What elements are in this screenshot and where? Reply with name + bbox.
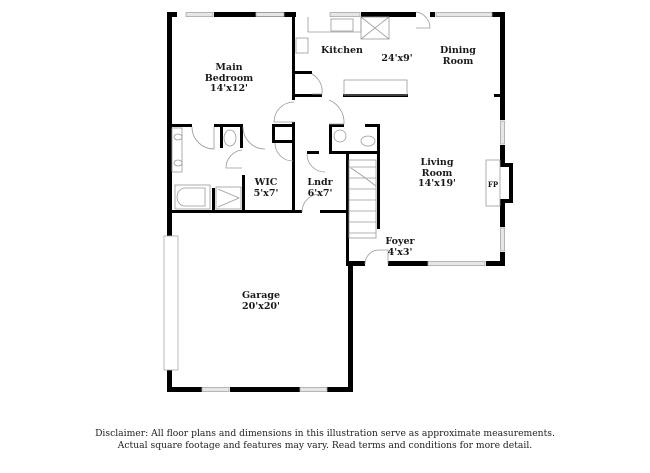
room-name: Living (420, 157, 454, 168)
room-label-living-room: Living Room 14'x19' (418, 157, 456, 190)
room-name: Lndr (307, 177, 333, 188)
room-label-garage: Garage 20'x20' (241, 290, 281, 312)
room-name: Main (215, 62, 243, 73)
windows (163, 12, 505, 392)
room-label-dining-room: Dining Room (440, 45, 476, 67)
stairs (348, 159, 377, 239)
room-label-laundry: Lndr 6'x7' (307, 177, 333, 199)
room-dimensions: 24'x9' (381, 53, 413, 64)
room-dimensions: 4'x3' (387, 246, 413, 258)
room-label-main-bedroom: Main Bedroom 14'x12' (204, 62, 254, 95)
room-dimensions: 14'x12' (210, 83, 248, 94)
room-label-kitchen-dimensions: 24'x9' (381, 53, 413, 65)
fireplace-label: FP (487, 180, 499, 189)
disclaimer: Disclaimer: All floor plans and dimensio… (0, 428, 650, 452)
room-name: Room (442, 55, 474, 67)
room-dimensions: 6'x7' (307, 187, 333, 199)
disclaimer-line-1: Disclaimer: All floor plans and dimensio… (95, 428, 555, 439)
room-dimensions: 20'x20' (242, 300, 280, 312)
room-name: WIC (254, 177, 278, 188)
interior-walls (172, 12, 502, 266)
room-name: Foyer (385, 236, 415, 247)
room-name: Garage (241, 290, 281, 301)
fixtures (171, 16, 501, 239)
exterior-walls (167, 12, 513, 392)
room-label-foyer: Foyer 4'x3' (385, 236, 415, 258)
room-name: Dining (440, 45, 476, 56)
room-dimensions: 5'x7' (253, 187, 279, 199)
room-name: Room (421, 167, 453, 179)
room-label-kitchen: Kitchen (321, 45, 363, 57)
room-name: Kitchen (321, 45, 363, 56)
room-name: Bedroom (204, 72, 254, 84)
door-swings (191, 11, 431, 265)
disclaimer-line-2: Actual square footage and features may v… (117, 440, 533, 451)
room-label-wic: WIC 5'x7' (253, 177, 279, 199)
room-dimensions: 14'x19' (418, 178, 456, 189)
